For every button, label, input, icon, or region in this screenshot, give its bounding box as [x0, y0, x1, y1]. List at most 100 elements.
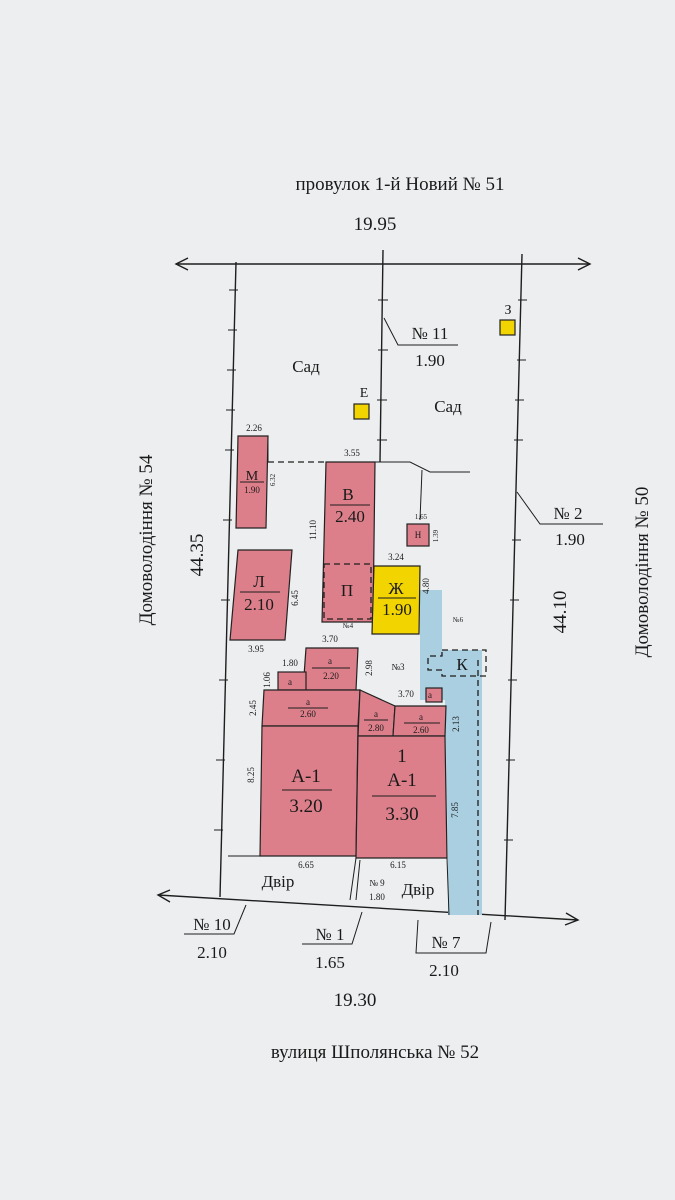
- yard-fence-mid: [349, 857, 357, 901]
- svg-text:3.70: 3.70: [398, 689, 414, 699]
- svg-text:№ 2: № 2: [554, 504, 583, 523]
- marker-z: [499, 319, 516, 336]
- svg-text:2.10: 2.10: [429, 961, 459, 980]
- marker-z-label: З: [504, 303, 511, 318]
- svg-text:а: а: [428, 690, 432, 700]
- svg-text:2.40: 2.40: [335, 507, 365, 526]
- paved-area: [420, 590, 482, 915]
- building-v: В 2.40 3.55 11.10: [308, 448, 376, 623]
- yard-left-label: Двір: [262, 872, 295, 891]
- fence-11-callout: № 11 1.90: [383, 317, 458, 370]
- svg-text:М: М: [246, 469, 259, 484]
- fence-7-callout: № 7 2.10: [415, 919, 492, 980]
- svg-text:№ 1: № 1: [316, 925, 345, 944]
- svg-text:В: В: [342, 485, 353, 504]
- top-street-label: провулок 1-й Новий № 51: [295, 174, 504, 195]
- right-neighbor-label: Домоволодіння № 50: [632, 487, 653, 658]
- marker-e: [353, 403, 370, 420]
- svg-text:3.30: 3.30: [385, 804, 418, 825]
- fence-2-callout: № 2 1.90: [516, 491, 603, 549]
- yard-fence-right: [446, 857, 450, 916]
- svg-text:2.20: 2.20: [323, 671, 339, 681]
- svg-text:6.65: 6.65: [298, 860, 314, 870]
- plot-boundary: [214, 249, 527, 921]
- svg-text:2.80: 2.80: [368, 723, 384, 733]
- svg-text:1.65: 1.65: [315, 953, 345, 972]
- svg-text:1.39: 1.39: [432, 529, 440, 542]
- svg-text:1.06: 1.06: [262, 672, 272, 688]
- svg-text:1: 1: [397, 746, 407, 767]
- garden-right-label: Сад: [434, 397, 462, 416]
- svg-text:2.60: 2.60: [300, 709, 316, 719]
- annex-a-top: а 2.20 3.70 2.98: [302, 634, 374, 691]
- annex-a-mid: а 2.60 2.45: [248, 689, 361, 727]
- fence-1-callout: № 1 1.65: [302, 911, 363, 972]
- svg-text:а: а: [374, 709, 378, 719]
- svg-text:№ 10: № 10: [193, 915, 230, 934]
- svg-text:1.90: 1.90: [555, 530, 585, 549]
- svg-text:№ 11: № 11: [412, 324, 449, 343]
- bottom-street-label: вулиця Шполянська № 52: [271, 1042, 479, 1063]
- svg-text:3.70: 3.70: [322, 634, 338, 644]
- yard-right-label: Двір: [402, 880, 435, 899]
- building-p: П: [323, 563, 372, 620]
- svg-text:2.10: 2.10: [244, 595, 274, 614]
- svg-text:1.90: 1.90: [415, 351, 445, 370]
- building-n: Н 1.65 1.39: [406, 513, 440, 547]
- left-length-label: 44.35: [187, 534, 208, 577]
- svg-text:№ 7: № 7: [432, 933, 461, 952]
- bottom-dimension-line: [156, 889, 580, 926]
- right-length-label: 44.10: [550, 591, 571, 634]
- svg-text:3.20: 3.20: [289, 796, 322, 817]
- annex-a-far-right: а 2.60 2.13: [392, 705, 461, 737]
- marker-e-label: Е: [360, 386, 369, 401]
- inner-fence-mid: [419, 469, 423, 521]
- fence-9-callout: № 9 1.80: [355, 859, 385, 902]
- svg-text:7.85: 7.85: [450, 802, 460, 818]
- annex-a-right: а 2.80: [357, 689, 396, 737]
- svg-text:а: а: [328, 656, 332, 666]
- svg-text:К: К: [456, 655, 468, 674]
- svg-text:1.80: 1.80: [282, 658, 298, 668]
- fence-3-label: №3: [391, 662, 405, 672]
- structure-k: К: [427, 649, 487, 677]
- svg-text:Ж: Ж: [388, 579, 404, 598]
- fence-10-callout: № 10 2.10: [184, 904, 247, 962]
- svg-text:№ 9: № 9: [369, 878, 385, 888]
- svg-text:2.98: 2.98: [364, 660, 374, 676]
- svg-text:4.80: 4.80: [421, 578, 431, 594]
- svg-text:а: а: [306, 697, 310, 707]
- top-width-label: 19.95: [354, 214, 397, 235]
- house-a1-left: А-1 3.20 6.65 8.25: [246, 725, 359, 870]
- svg-text:6.15: 6.15: [390, 860, 406, 870]
- svg-text:Н: Н: [415, 530, 422, 540]
- fence-4-label: №4: [343, 622, 354, 630]
- svg-text:а: а: [288, 677, 292, 687]
- svg-text:А-1: А-1: [291, 766, 321, 787]
- svg-text:А-1: А-1: [387, 770, 417, 791]
- building-l: Л 2.10 3.95 6.45: [229, 549, 300, 654]
- svg-text:2.45: 2.45: [248, 700, 258, 716]
- svg-text:1.90: 1.90: [244, 485, 260, 495]
- annex-a-left: а 1.80 1.06: [262, 658, 307, 691]
- svg-text:П: П: [341, 581, 353, 600]
- annex-a-porch: а 3.70: [398, 687, 443, 703]
- svg-text:а: а: [419, 712, 423, 722]
- svg-text:2.26: 2.26: [246, 423, 262, 433]
- garden-left-label: Сад: [292, 357, 320, 376]
- svg-text:1.65: 1.65: [415, 513, 428, 521]
- svg-text:2.13: 2.13: [451, 716, 461, 732]
- house-a1-right: 1 А-1 3.30 6.15 7.85: [355, 735, 460, 870]
- svg-text:2.10: 2.10: [197, 943, 227, 962]
- svg-text:6.45: 6.45: [290, 590, 300, 606]
- fence-6-label: №6: [453, 616, 464, 624]
- svg-text:3.24: 3.24: [388, 552, 404, 562]
- building-m: М 1.90 2.26 6.32: [235, 423, 277, 529]
- svg-text:1.80: 1.80: [369, 892, 385, 902]
- building-zh: Ж 1.90 3.24 4.80: [371, 552, 431, 635]
- svg-text:1.90: 1.90: [382, 600, 412, 619]
- inner-fence-right: [375, 461, 470, 473]
- svg-text:6.32: 6.32: [269, 473, 277, 486]
